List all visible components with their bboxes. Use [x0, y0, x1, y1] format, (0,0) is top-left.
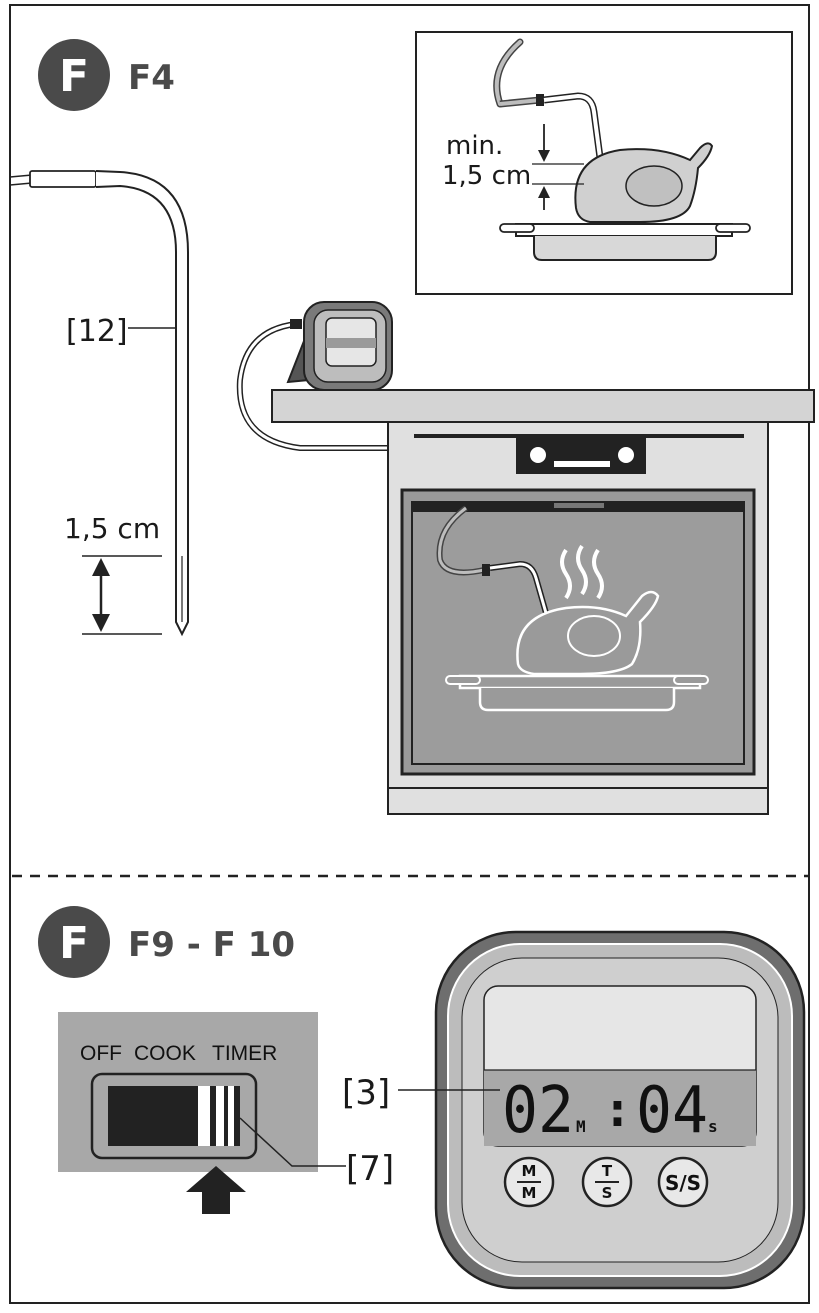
display-seconds-unit: s — [708, 1117, 718, 1136]
up-arrow-icon — [186, 1166, 246, 1214]
mm-button-top-label: M — [522, 1162, 537, 1180]
section-title-bottom: F9 - F 10 — [128, 925, 295, 965]
section-badge-bottom: F — [38, 906, 110, 978]
inset-min-label: min. — [446, 131, 503, 161]
probe-illustration — [9, 170, 189, 637]
mm-button-bottom-label: M — [522, 1184, 537, 1202]
display-minutes: 02 — [502, 1074, 574, 1148]
start-stop-button[interactable]: S/S — [657, 1156, 709, 1208]
thermometer-on-counter — [236, 301, 469, 479]
probe-callout-label: [12] — [66, 314, 128, 349]
section-title-top: F4 — [128, 58, 175, 98]
ts-button-top-label: T — [602, 1162, 613, 1180]
section-letter-top: F — [59, 51, 89, 102]
switch-position-off: OFF — [80, 1042, 122, 1065]
ts-button[interactable]: T S — [581, 1156, 633, 1208]
mode-switch-panel: OFF COOK TIMER — [58, 1012, 318, 1172]
section-badge-top: F — [38, 39, 110, 111]
switch-callout-label: [7] — [346, 1149, 394, 1189]
depth-dimension-arrows — [82, 555, 162, 635]
display-separator: : — [603, 1082, 632, 1138]
mm-button[interactable]: M M — [503, 1156, 555, 1208]
switch-knob[interactable] — [198, 1086, 234, 1146]
inset-depth-label: 1,5 cm — [442, 161, 531, 191]
ts-button-bottom-label: S — [602, 1184, 613, 1202]
switch-position-cook: COOK — [134, 1042, 196, 1065]
probe-depth-label: 1,5 cm — [64, 512, 160, 545]
start-stop-button-label: S/S — [665, 1171, 701, 1195]
display-callout-label: [3] — [342, 1073, 390, 1113]
oven — [387, 421, 769, 815]
display-minutes-unit: M — [576, 1117, 586, 1136]
switch-leader-line — [239, 1117, 346, 1167]
section-letter-bottom: F — [59, 918, 89, 969]
insertion-depth-inset — [415, 31, 793, 295]
lcd-readout: 02 M : 04 s — [502, 1074, 718, 1148]
display-seconds: 04 — [636, 1074, 708, 1148]
switch-position-timer: TIMER — [212, 1042, 277, 1065]
kitchen-counter — [271, 389, 815, 423]
